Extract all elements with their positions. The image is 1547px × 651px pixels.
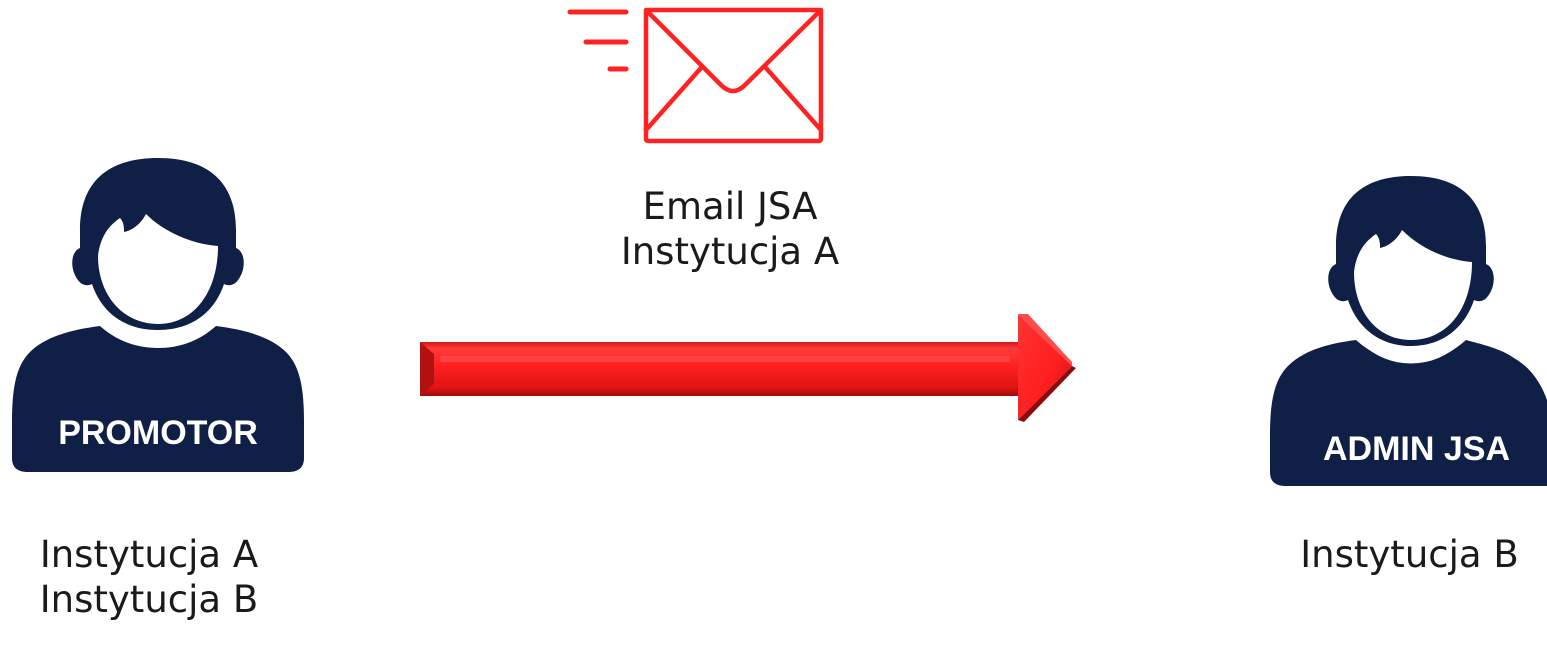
email-caption-line-2: Instytucja A: [620, 230, 840, 274]
admin-person-icon: ADMIN JSA: [1268, 170, 1547, 486]
promotor-role-label: PROMOTOR: [58, 414, 258, 452]
promotor-institutions: Instytucja A Instytucja B: [4, 532, 294, 622]
admin-institution-1: Instytucja B: [1300, 533, 1519, 576]
admin-role-label: ADMIN JSA: [1322, 430, 1511, 468]
sending-envelope-icon: [566, 6, 828, 146]
promotor-person-icon: PROMOTOR: [8, 152, 308, 474]
arrow-right-icon: [414, 310, 1078, 430]
promotor-institution-2: Instytucja B: [39, 578, 259, 622]
email-caption: Email JSA Instytucja A: [580, 184, 880, 274]
admin-institutions: Instytucja B: [1272, 532, 1547, 577]
promotor-institution-1: Instytucja A: [39, 533, 259, 576]
email-caption-line-1: Email JSA: [642, 185, 818, 228]
